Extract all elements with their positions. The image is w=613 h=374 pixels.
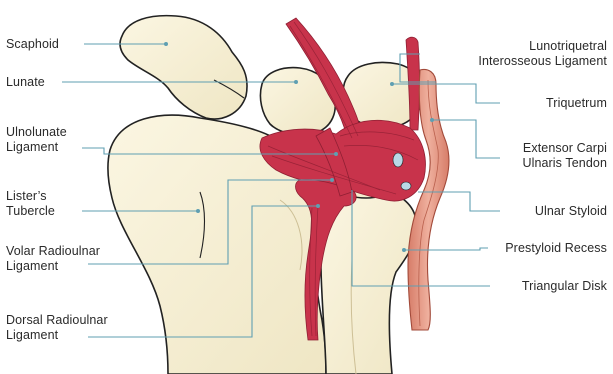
label-extensor-carpi-ulnaris-tendon: Extensor Carpi Ulnaris Tendon [522,141,607,171]
label-volar-line2: Ligament [6,259,100,274]
label-listers-line2: Tubercle [6,204,55,219]
label-dorsal-line1: Dorsal Radioulnar [6,313,108,328]
label-ulnolunate-ligament: Ulnolunate Ligament [6,125,67,155]
label-scaphoid: Scaphoid [6,37,59,52]
label-lunotriquetral-line1: Lunotriquetral [478,39,607,54]
label-listers-tubercle: Lister’s Tubercle [6,189,55,219]
label-lunotriquetral-interosseous-ligament: Lunotriquetral Interosseous Ligament [478,39,607,69]
label-volar-line1: Volar Radioulnar [6,244,100,259]
label-prestyloid-recess: Prestyloid Recess [505,241,607,256]
label-extensor-line2: Ulnaris Tendon [522,156,607,171]
label-ulnolunate-line1: Ulnolunate [6,125,67,140]
label-ulnar-styloid: Ulnar Styloid [535,204,607,219]
label-extensor-line1: Extensor Carpi [522,141,607,156]
label-volar-radioulnar-ligament: Volar Radioulnar Ligament [6,244,100,274]
label-triquetrum: Triquetrum [546,96,607,111]
label-dorsal-radioulnar-ligament: Dorsal Radioulnar Ligament [6,313,108,343]
label-lunate: Lunate [6,75,45,90]
label-dorsal-line2: Ligament [6,328,108,343]
label-listers-line1: Lister’s [6,189,55,204]
label-ulnolunate-line2: Ligament [6,140,67,155]
scaphoid-bone [120,16,247,119]
label-triangular-disk: Triangular Disk [522,279,607,294]
label-lunotriquetral-line2: Interosseous Ligament [478,54,607,69]
